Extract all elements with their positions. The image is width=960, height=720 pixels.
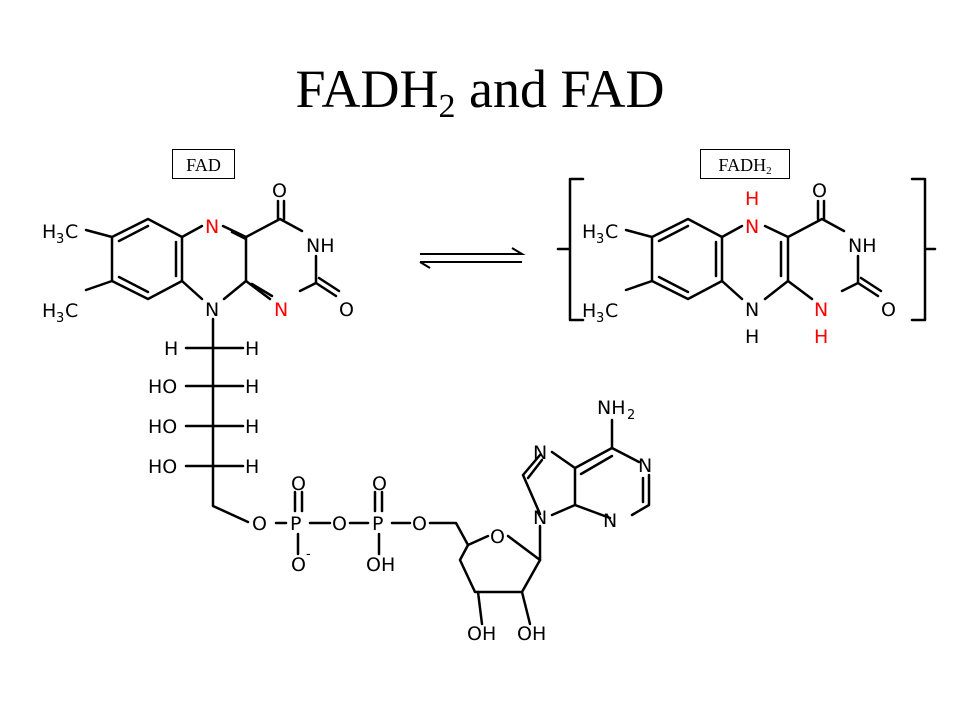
- adenine-nh2-sub: 2: [627, 408, 635, 423]
- fadh2-carbonyl-top: [816, 199, 826, 221]
- ribose-hydroxyl-bonds: [476, 524, 542, 626]
- ribityl-ho-3: HO: [148, 456, 177, 478]
- fad-methyl-2-h: H: [42, 300, 56, 322]
- phosphate-p-1: P: [290, 513, 301, 535]
- fad-middle-ring: [180, 224, 248, 301]
- fadh2-h-bottom-left: H: [745, 326, 759, 348]
- fad-n3h: NH: [306, 235, 335, 257]
- fadh2-methyl-2-c: C: [605, 300, 618, 322]
- fad-label-box: FAD: [172, 149, 235, 179]
- adenine-n7: N: [533, 442, 547, 464]
- fadh2-methyl-1-c: C: [605, 221, 618, 243]
- fad-n10: N: [205, 299, 219, 321]
- ribose-o: O: [490, 526, 505, 548]
- fad-carbonyl-top: [276, 199, 286, 221]
- fadh2-n3h: NH: [848, 235, 877, 257]
- adenine-n9: N: [533, 507, 547, 529]
- fadh2-h-top: H: [745, 188, 759, 210]
- phosphate-o-3: O: [412, 513, 427, 535]
- fad-methyl-1-c: C: [65, 221, 78, 243]
- adenine-six-ring-double: [579, 454, 645, 504]
- fad-n5: N: [205, 216, 219, 238]
- phosphate-o-top-1: O: [291, 473, 306, 495]
- phosphate-double-bonds: [293, 490, 384, 513]
- fad-ribityl-chain: [211, 317, 250, 524]
- fad-methyl-2-c: C: [65, 300, 78, 322]
- phosphate-bonds: [274, 521, 470, 547]
- ribityl-ho-1: HO: [148, 376, 177, 398]
- fadh2-methyl-2-sub: 3: [596, 311, 604, 326]
- phosphate-charge: -: [306, 547, 311, 562]
- ribose-oh-1: OH: [467, 623, 496, 645]
- fad-o-right: O: [339, 299, 354, 321]
- fadh2-n1: N: [814, 299, 828, 321]
- fadh2-label-box: FADH2: [700, 149, 790, 179]
- fad-right-ring-double: [250, 282, 274, 298]
- right-bracket: [910, 177, 937, 322]
- phosphate-p-2: P: [372, 513, 383, 535]
- phosphate-single-bonds: [296, 532, 381, 556]
- fadh2-right-ring: [786, 217, 860, 301]
- fadh2-middle-ring: [720, 224, 790, 301]
- phosphate-o-1: O: [252, 513, 267, 535]
- fad-benzene-inner-bonds: [117, 224, 178, 294]
- fadh2-h-bottom-right: H: [814, 326, 828, 348]
- fad-methyl-1-sub: 3: [56, 232, 64, 247]
- fadh2-o-top: O: [812, 180, 827, 202]
- fad-label: FAD: [186, 155, 221, 175]
- fad-methyl-2-sub: 3: [56, 311, 64, 326]
- adenine-five-ring-double: [526, 458, 544, 480]
- fadh2-methyl-bonds: [624, 228, 654, 292]
- phosphate-oh: OH: [366, 554, 395, 576]
- ribityl-h-left-1: H: [164, 338, 178, 360]
- fad-carbonyl-right: [314, 276, 341, 298]
- fadh2-n10: N: [745, 299, 759, 321]
- ribityl-ho-2: HO: [148, 416, 177, 438]
- fad-methyl-1-h: H: [42, 221, 56, 243]
- ribose-oh-2: OH: [517, 623, 546, 645]
- adenine-n1: N: [638, 455, 652, 477]
- fadh2-label-main: FADH: [718, 155, 767, 175]
- phosphate-o-2: O: [332, 513, 347, 535]
- fadh2-methyl-1-h: H: [582, 221, 596, 243]
- fadh2-methyl-2-h: H: [582, 300, 596, 322]
- fadh2-carbonyl-right: [856, 276, 883, 298]
- ribityl-h-right-4: H: [245, 456, 259, 478]
- adenine-nh2-nh: NH: [597, 397, 626, 419]
- ribityl-h-right-2: H: [245, 376, 259, 398]
- equilibrium-arrows: [419, 247, 526, 269]
- title-subscript: 2: [438, 88, 456, 125]
- ribityl-h-right-1: H: [245, 338, 259, 360]
- fadh2-label-sub: 2: [766, 165, 772, 177]
- fad-ribityl-substituents: [184, 346, 245, 468]
- fadh2-n5: N: [745, 216, 759, 238]
- title-main: FADH: [295, 59, 439, 119]
- slide-title: FADH2 and FAD: [0, 62, 960, 124]
- left-bracket: [556, 177, 585, 322]
- fadh2-benzene-ring: [650, 217, 724, 301]
- ribose-ring: [458, 534, 542, 594]
- ribityl-h-right-3: H: [245, 416, 259, 438]
- fadh2-o-right: O: [881, 299, 896, 321]
- fad-middle-ring-double: [230, 230, 248, 241]
- phosphate-o-top-2: O: [372, 473, 387, 495]
- adenine-n3: N: [603, 510, 617, 532]
- adenine-five-ring: [521, 450, 577, 517]
- fad-methyl-bonds: [84, 228, 114, 292]
- fadh2-benzene-inner-bonds: [657, 224, 718, 294]
- fadh2-methyl-1-sub: 3: [596, 232, 604, 247]
- phosphate-o-bottom-1: O: [291, 554, 306, 576]
- fad-benzene-ring: [110, 217, 184, 301]
- fad-n1: N: [274, 299, 288, 321]
- title-rest: and FAD: [455, 59, 665, 119]
- fad-o-top: O: [272, 180, 287, 202]
